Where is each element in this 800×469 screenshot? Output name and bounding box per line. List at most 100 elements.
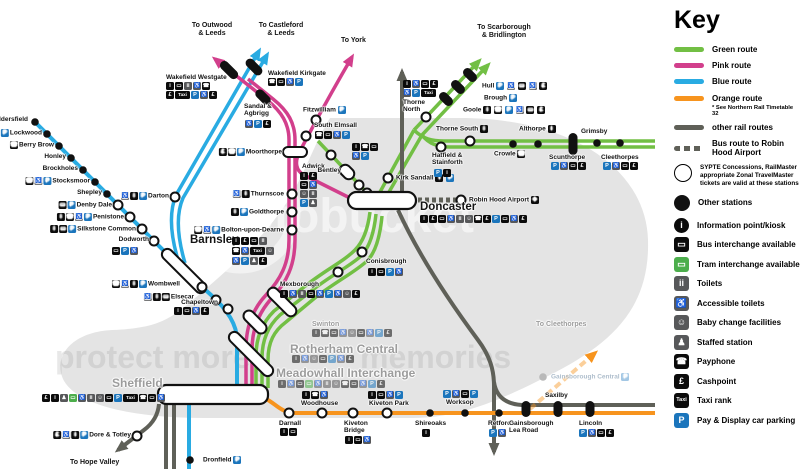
station-marker-woodhouse xyxy=(316,407,328,419)
key-item-sypte: SYPTE Concessions, RailMaster appropriat… xyxy=(674,164,800,188)
station-marker-robin-hood-airport xyxy=(455,194,467,206)
station-marker-grimsby xyxy=(593,139,601,147)
key-item-other-stations: Other stations xyxy=(674,194,800,211)
key-sypte-text: SYPTE Concessions, RailMaster appropriat… xyxy=(700,164,799,188)
key-item-label: Cashpoint xyxy=(697,376,737,386)
baby-icon: ☺ xyxy=(674,315,689,331)
station-marker-dore-totley xyxy=(131,430,143,442)
wc-icon: ii xyxy=(674,276,689,292)
key-item-label: Staffed station xyxy=(697,337,753,347)
route-swatch-icon xyxy=(674,47,704,53)
station-marker-scunthorpe xyxy=(568,133,578,155)
station-marker-wakefield-westgate xyxy=(219,60,239,80)
info-icon: i xyxy=(674,217,689,233)
route-blue xyxy=(176,51,270,264)
station-marker-retford xyxy=(495,409,503,417)
key-sypte-line1: SYPTE Concessions, RailMaster xyxy=(700,164,797,172)
station-marker-silkstone-common xyxy=(136,223,148,235)
staff-icon: ♟ xyxy=(674,334,689,350)
station-marker-hatfield-stainforth xyxy=(435,141,447,153)
station-marker-fitzwilliam xyxy=(310,114,322,126)
route-swatch-icon xyxy=(674,63,704,69)
key-item-orange-route: Orange route xyxy=(674,94,800,103)
station-marker-adwick xyxy=(325,149,337,161)
station-marker-cleethorpes xyxy=(616,139,624,147)
station-marker-althorpe xyxy=(534,140,542,148)
station-marker-goole xyxy=(439,92,453,106)
key-item-tram-interchange-available: ▭ Tram interchange available xyxy=(674,256,800,272)
key-sypte-line3: tickets are valid at these stations xyxy=(700,180,799,188)
key-item-other-rail-routes: other rail routes xyxy=(674,123,800,132)
station-marker-darton xyxy=(169,191,181,203)
watermark-text: photobucket xyxy=(186,190,474,243)
station-marker-moorthorpe xyxy=(282,146,308,158)
station-marker-wombwell xyxy=(196,281,208,293)
key-item-label: Information point/kiosk xyxy=(697,220,786,230)
station-marker-thorne-south xyxy=(464,135,476,147)
key-item-bus-route-to-robin-hood-airport: Bus route to Robin Hood Airport xyxy=(674,139,800,157)
key-item-label: Payphone xyxy=(697,357,736,367)
tram-icon: ▭ xyxy=(674,256,689,272)
station-marker-worksop xyxy=(461,409,469,417)
sypte-zone xyxy=(60,118,649,418)
route-green xyxy=(266,215,384,388)
station-marker-doncaster xyxy=(346,190,418,211)
route-orange xyxy=(528,350,599,411)
watermark-text: protect more xyxy=(55,339,251,375)
station-marker-denby-dale xyxy=(112,199,124,211)
key-item-baby-change-facilities: ☺ Baby change facilities xyxy=(674,315,800,331)
station-marker-brockholes xyxy=(79,166,87,174)
route-swatch-icon xyxy=(674,95,704,101)
key-item-label: Tram interchange available xyxy=(697,259,800,269)
route-swatch-icon xyxy=(674,145,704,151)
key-item-pink-route: Pink route xyxy=(674,61,800,70)
station-marker-berry-brow xyxy=(55,142,63,150)
station-marker-crowle xyxy=(509,140,517,148)
station-marker-brough xyxy=(451,80,465,94)
station-marker-bolton-upon-dearne xyxy=(286,224,298,236)
station-marker-dronfield xyxy=(186,456,194,464)
key-item-label: Toilets xyxy=(697,279,723,289)
station-marker-penistone xyxy=(124,211,136,223)
key-item-bus-interchange-available: ▭Bus interchange available xyxy=(674,237,800,253)
station-marker-elsecar xyxy=(210,294,222,306)
station-marker-gainsborough-lea-road xyxy=(521,401,531,417)
station-marker-thurnscoe xyxy=(286,188,298,200)
key-item-information-point-kiosk: i Information point/kiosk xyxy=(674,217,800,233)
station-marker-lincoln xyxy=(585,401,595,417)
station-marker-zone-station xyxy=(353,179,365,191)
station-marker-kiveton-bridge xyxy=(347,407,359,419)
parking-icon: P xyxy=(674,412,689,428)
key-item-label: Pay & Display car parking xyxy=(697,415,796,425)
cash-icon: £ xyxy=(674,373,689,389)
key-item-label: Baby change facilities xyxy=(697,318,782,328)
key-sypte-line2: appropriate Zonal TravelMaster xyxy=(700,172,794,180)
key-item-green-route: Green route xyxy=(674,45,800,54)
key-item-label: Blue route xyxy=(712,77,752,87)
key-item-cashpoint: £ Cashpoint xyxy=(674,373,800,389)
key-item-pay-display-car-parking: P Pay & Display car parking xyxy=(674,412,800,428)
station-marker-dodworth xyxy=(148,235,160,247)
station-marker-kiveton-park xyxy=(381,407,393,419)
key-item-staffed-station: ♟ Staffed station xyxy=(674,334,800,350)
zone-station-icon xyxy=(674,164,692,183)
station-marker-kirk-sandall xyxy=(382,172,394,184)
bus-icon: ▭ xyxy=(674,237,689,253)
key-item-toilets: ii Toilets xyxy=(674,276,800,292)
phone-icon: ☎ xyxy=(674,354,689,370)
route-green xyxy=(387,134,424,193)
key-item-label: Accessible toilets xyxy=(697,298,765,308)
station-marker-huddersfield xyxy=(31,118,39,126)
taxi-icon: Taxi xyxy=(674,393,689,409)
station-marker-rotherham-central xyxy=(242,309,268,335)
key-item-label: Green route xyxy=(712,45,758,54)
route-gray xyxy=(396,209,500,456)
key-item-label: Other stations xyxy=(698,198,753,208)
route-gray xyxy=(114,403,161,453)
station-marker-sheffield xyxy=(156,383,270,406)
station-marker-honley xyxy=(67,154,75,162)
